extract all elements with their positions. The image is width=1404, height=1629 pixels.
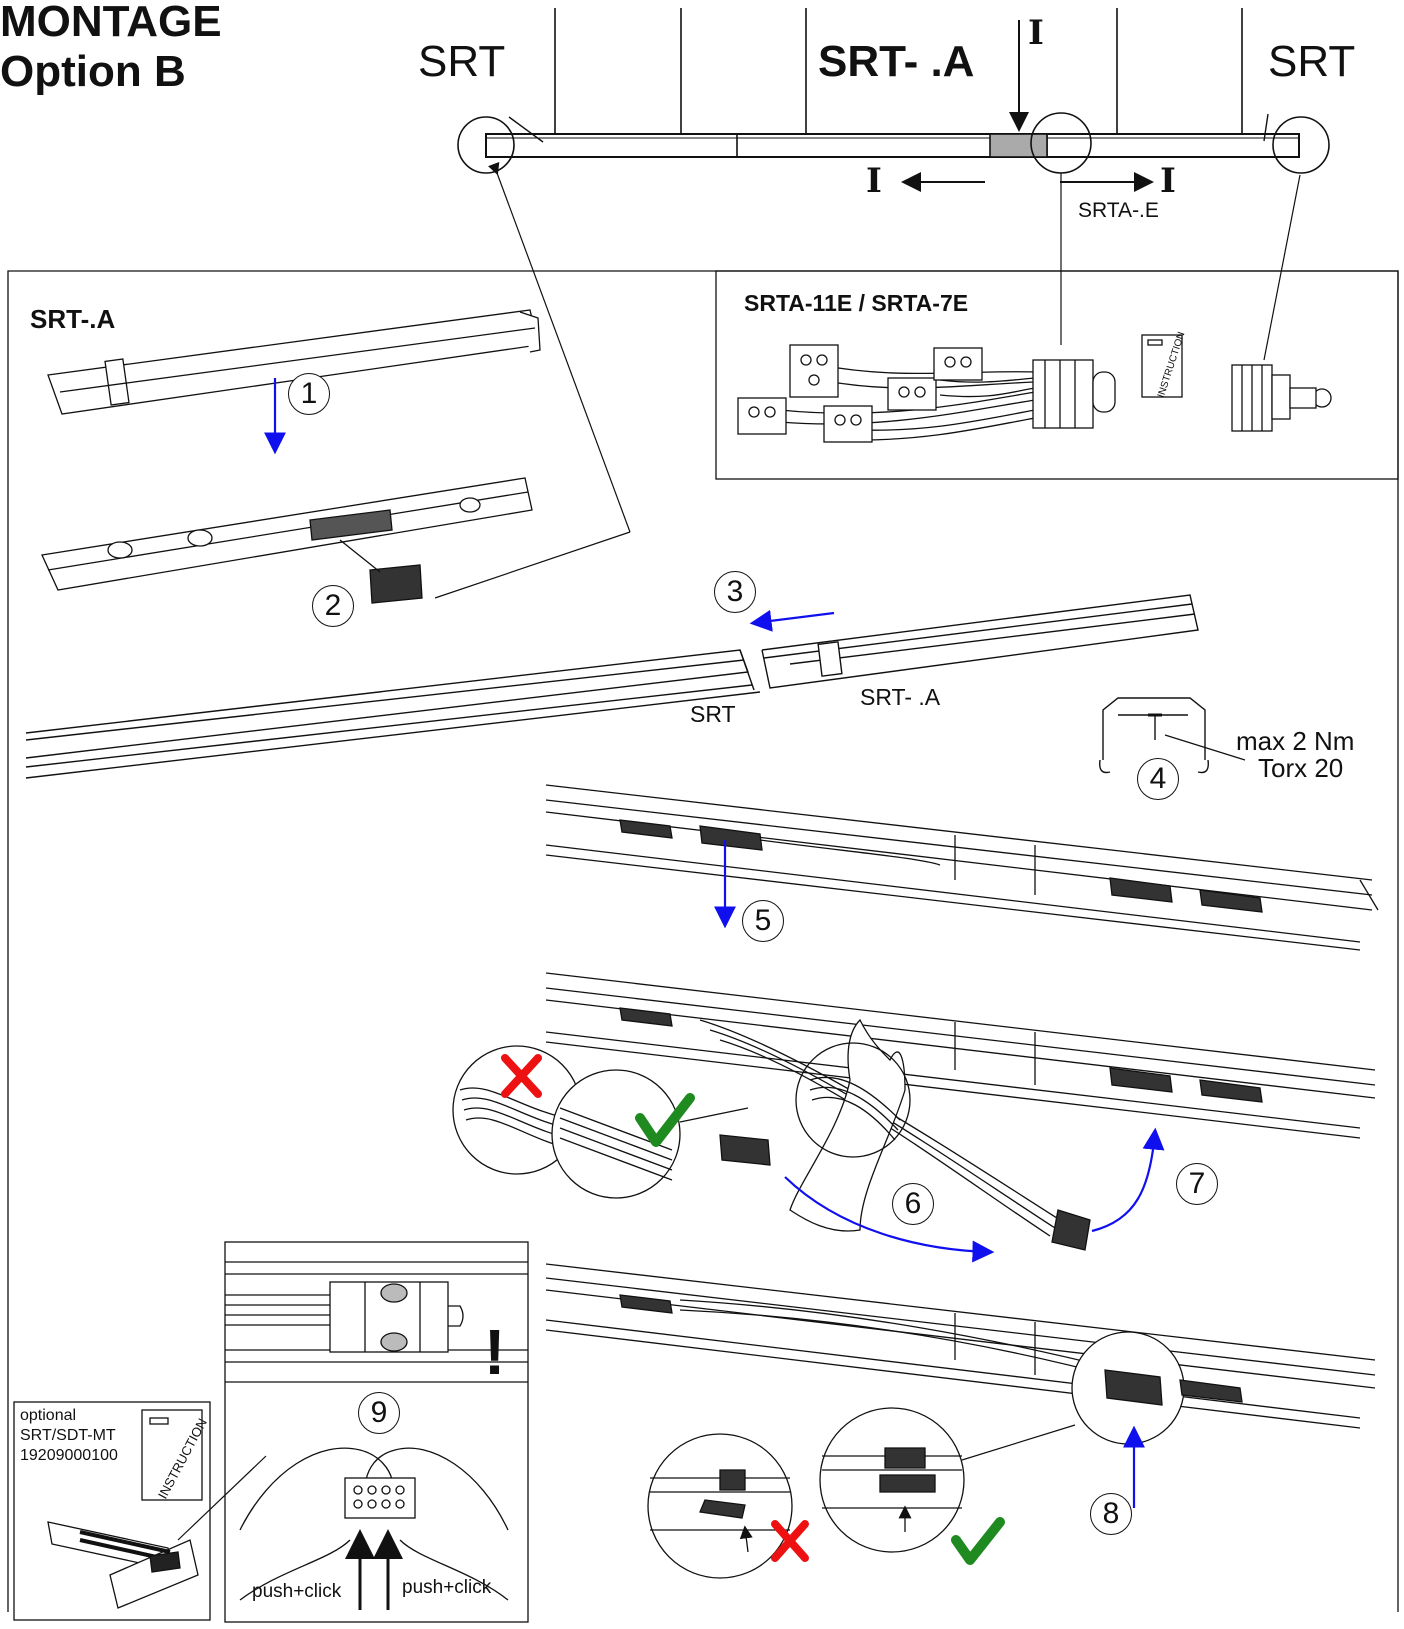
- overview-label-left: SRT: [418, 37, 506, 86]
- optional-part-number: 19209000100: [20, 1447, 118, 1464]
- overview-rail: [434, 8, 1330, 599]
- rail-label-srt: SRT: [690, 701, 736, 727]
- step-8-rail: [545, 1263, 1376, 1579]
- check-icon: [635, 1093, 695, 1147]
- step-6-badge: 6: [892, 1183, 934, 1225]
- title-line-1: MONTAGE: [0, 0, 222, 46]
- push-arrows: [345, 1529, 403, 1610]
- frames: [7, 270, 1399, 1623]
- hand-icon: [789, 1018, 906, 1232]
- warning-mark: !: [484, 1316, 506, 1388]
- step-4-badge: 4: [1137, 758, 1179, 800]
- step-8-badge: 8: [1090, 1493, 1132, 1535]
- step-3-rails: [25, 594, 1199, 779]
- cross-icon: [771, 1520, 809, 1562]
- kit-box-title: SRTA-11E / SRTA-7E: [744, 290, 969, 316]
- optional-part-name: SRT/SDT-MT: [20, 1427, 116, 1444]
- check-icon: [951, 1517, 1005, 1565]
- instruction-leaflet: [141, 1409, 203, 1501]
- connector-label: SRTA-.E: [1078, 199, 1159, 222]
- step-5-badge: 5: [742, 900, 784, 942]
- push-click-left: push+click: [252, 1581, 342, 1602]
- torx-label: Torx 20: [1258, 753, 1344, 783]
- step-1-badge: 1: [288, 373, 330, 415]
- optional-tool: [47, 1409, 203, 1609]
- step-4-clip: [1099, 697, 1246, 774]
- step-1-2-profile: [41, 309, 541, 604]
- optional-label: optional: [20, 1407, 77, 1424]
- adapter-cable-set: [737, 334, 1332, 443]
- section-mark-top: I: [1028, 13, 1044, 53]
- step-9-badge: 9: [358, 1392, 400, 1434]
- step-3-badge: 3: [714, 571, 756, 613]
- step-6-arrow: [784, 1176, 995, 1263]
- overview-label-center: SRT- .A: [818, 37, 975, 86]
- cross-icon: [501, 1054, 542, 1098]
- push-click-right: push+click: [402, 1577, 492, 1598]
- step-3-arrow: [749, 609, 835, 632]
- step-7-arrow: [1091, 1127, 1165, 1233]
- step-7-badge: 7: [1176, 1163, 1218, 1205]
- rail-label-srt-a: SRT- .A: [860, 684, 941, 710]
- step-5-rail: [545, 784, 1379, 951]
- section-mark-right: I: [1160, 161, 1176, 201]
- overview-label-right: SRT: [1268, 37, 1356, 86]
- step-8-icons: [771, 1517, 1005, 1565]
- section-mark-left: I: [866, 161, 882, 201]
- step-6-rail: [452, 972, 1376, 1251]
- step-9-detail: [177, 1261, 528, 1601]
- main-box-title: SRT-.A: [30, 304, 116, 334]
- title-line-2: Option B: [0, 47, 186, 96]
- step-6-icons: [501, 1054, 695, 1147]
- torque-label: max 2 Nm: [1236, 726, 1355, 756]
- step-2-badge: 2: [312, 585, 354, 627]
- highlighted-segment: [989, 133, 1048, 158]
